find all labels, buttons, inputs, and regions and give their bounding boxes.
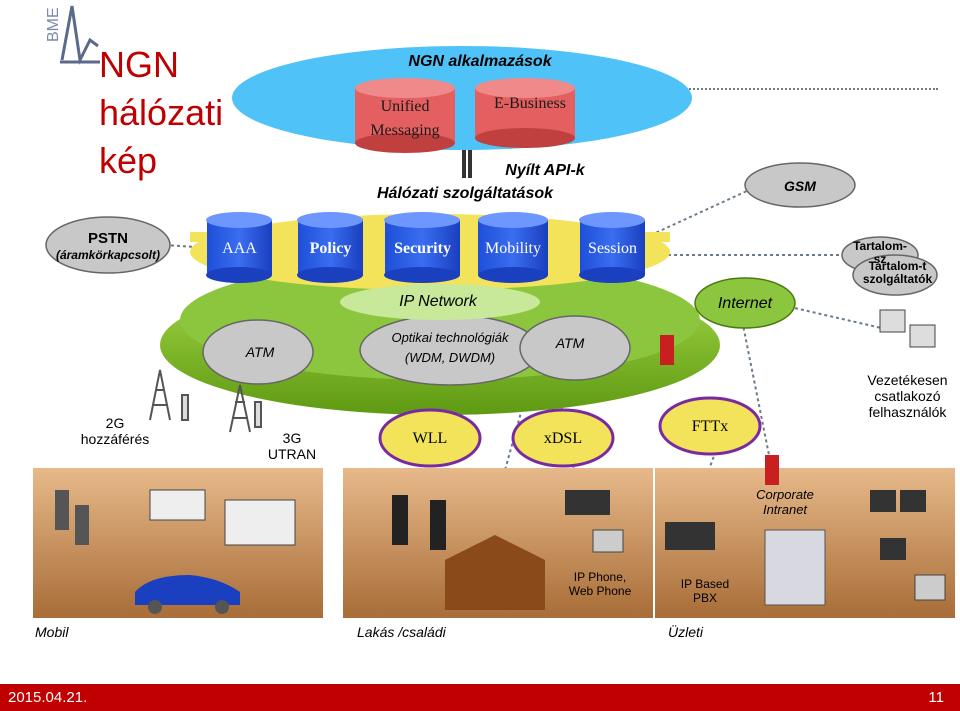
- ip-network-label: IP Network: [399, 293, 477, 310]
- bme-logo: BME: [20, 0, 100, 80]
- title-line-1: NGN: [99, 44, 179, 85]
- corporate-label: Corporate Intranet: [756, 487, 814, 517]
- segment-home: Lakás /családi: [357, 624, 446, 640]
- pstn-sublabel: (áramkörkapcsolt): [55, 248, 161, 262]
- wired-users-label: Vezetékesen csatlakozó felhasználók: [867, 372, 948, 420]
- fttx-cloud: [658, 396, 762, 456]
- wll-label: WLL: [412, 430, 448, 447]
- ip-pbx-label: IP Based PBX: [680, 577, 730, 605]
- segment-mobile: Mobil: [35, 624, 69, 640]
- tower-icon: [149, 369, 262, 433]
- ip-phone-label: IP Phone, Web Phone: [568, 570, 632, 598]
- atm-right-label: ATM: [555, 335, 585, 351]
- xdsl-label: xDSL: [543, 430, 583, 447]
- open-api-label: Nyílt API-k: [505, 162, 585, 179]
- apps-ellipse: [232, 46, 692, 150]
- app-unified-messaging: Unified Messaging: [370, 98, 440, 139]
- footer-page-number: 11: [928, 689, 944, 706]
- atm-left-label: ATM: [245, 344, 275, 360]
- service-aaa: AAA: [222, 240, 257, 257]
- access-2g-label: 2G hozzáférés: [80, 415, 150, 447]
- logo-text: BME: [45, 7, 62, 42]
- service-mobility: Mobility: [484, 240, 541, 257]
- xdsl-cloud: [511, 408, 615, 468]
- segment-business: Üzleti: [668, 624, 704, 640]
- app-e-business: E-Business: [494, 95, 566, 112]
- service-cylinders: [206, 212, 645, 283]
- footer-bar: 2015.04.21. 11: [0, 684, 960, 711]
- ip-network-cloud: [340, 284, 540, 320]
- pstn-cloud: [45, 216, 171, 274]
- title-line-2: hálózati: [99, 92, 224, 133]
- title-line-3: kép: [99, 140, 158, 181]
- footer-date: 2015.04.21.: [8, 689, 88, 706]
- utran-3g-label: 3G UTRAN: [267, 430, 317, 462]
- atm-right-cloud: [519, 315, 631, 381]
- gsm-label: GSM: [784, 178, 816, 194]
- content-back-label: Tartalom- sz: [853, 239, 907, 266]
- device-icons: [55, 309, 946, 614]
- service-policy: Policy: [309, 240, 352, 257]
- service-session: Session: [588, 240, 637, 257]
- service-security: Security: [394, 240, 451, 257]
- slide-title: NGN hálózati kép: [99, 46, 223, 180]
- fttx-label: FTTx: [691, 418, 729, 435]
- internet-cloud: [694, 277, 796, 329]
- content-front-label: Tartalom-t szolgáltatók: [862, 259, 933, 286]
- apps-title: NGN alkalmazások: [408, 53, 552, 70]
- internet-label: Internet: [717, 295, 773, 312]
- atm-left-cloud: [202, 319, 314, 385]
- optical-sublabel: (WDM, DWDM): [404, 350, 496, 365]
- pstn-label: PSTN: [87, 230, 128, 247]
- optical-label: Optikai technológiák: [391, 330, 509, 345]
- wll-cloud: [378, 408, 482, 468]
- network-services-label: Hálózati szolgáltatások: [376, 185, 554, 202]
- gsm-cloud: [744, 162, 856, 208]
